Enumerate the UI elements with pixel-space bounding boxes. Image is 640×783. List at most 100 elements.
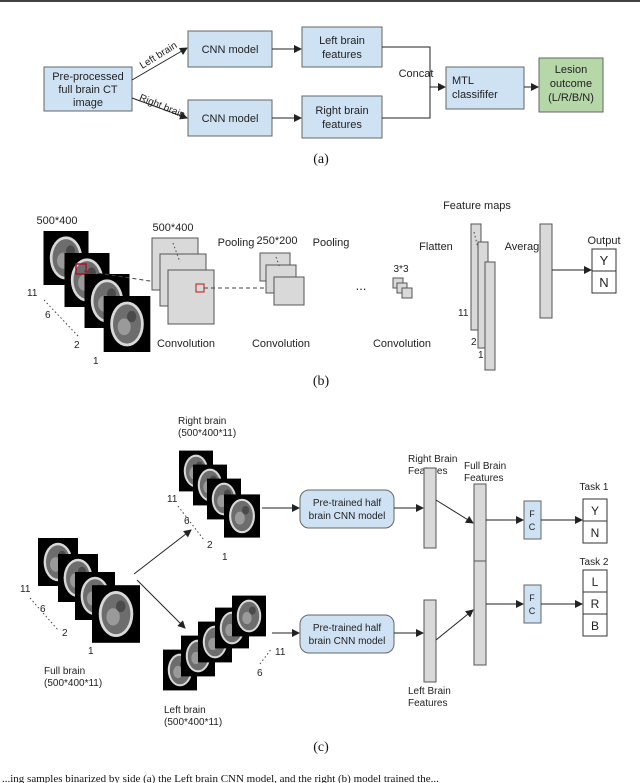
pool-size-label: 250*200 [257, 235, 298, 247]
fc-box-1 [523, 500, 542, 540]
right-brain-label-2: (500*400*11) [178, 428, 236, 439]
fc1-f: F [529, 509, 535, 519]
fb-features-line-1: Full Brain [464, 461, 506, 472]
cnn-top-label: CNN model [202, 44, 259, 56]
fc2-f: F [529, 593, 535, 603]
arrow-rb-to-fb [435, 499, 474, 524]
conv-label-2: Convolution [252, 338, 310, 350]
conv-label-3: Convolution [373, 338, 431, 350]
outcome-line-3: (L/R/B/N) [548, 92, 594, 104]
arrow-lb-to-fb [435, 609, 474, 641]
input-line-2: full brain CT [58, 84, 118, 96]
connector-left-feat [382, 46, 431, 87]
cnn-top-box [299, 489, 395, 529]
output-y: Y [600, 253, 609, 268]
panel-b: 500*400 11 6 2 1 500*400 Convolution Poo… [27, 200, 621, 389]
stack-2-label: 2 [74, 340, 80, 351]
average-label: Average [505, 241, 546, 253]
output-n: N [599, 275, 608, 290]
full-brain-label-1: Full brain [44, 666, 85, 677]
task1-n: N [591, 526, 600, 540]
right-slice-4 [224, 494, 260, 538]
caption-c: (c) [313, 740, 329, 755]
flat-dots [473, 231, 479, 249]
outcome-line-2: outcome [550, 78, 592, 90]
small-size-label: 3*3 [393, 264, 408, 275]
feature-maps-label: Feature maps [443, 200, 511, 212]
left-brain-features-box [301, 26, 383, 68]
mtl-line-2: classififer [452, 89, 498, 101]
panel-c: Right brain (500*400*11) 11 6 2 1 11 6 2… [20, 416, 609, 755]
edge-right-brain [131, 97, 188, 120]
lb-feature-vector [423, 599, 437, 683]
arrow-full-to-left [136, 579, 186, 629]
full-6: 6 [40, 604, 46, 615]
connector-right-feat [382, 87, 431, 119]
ellipsis: ... [356, 278, 367, 293]
pooling-label-2: Pooling [313, 237, 350, 249]
flatten-label: Flatten [419, 241, 453, 253]
edge-left-brain [131, 47, 188, 81]
ct-slice-4 [103, 296, 151, 352]
fmap-1-dots [172, 242, 181, 263]
fc2-c: C [529, 606, 536, 616]
lb-features-line-1: Left Brain [408, 686, 451, 697]
task2-b-box [582, 613, 608, 637]
left-feat-line-2: features [322, 49, 362, 61]
pooling-label-1: Pooling [218, 237, 255, 249]
full-2: 2 [62, 628, 68, 639]
left-dots [259, 647, 273, 665]
right-brain-label-1: Right brain [178, 416, 226, 427]
right-1: 1 [222, 552, 228, 563]
task1-y: Y [591, 504, 599, 518]
cnn-bottom-label: CNN model [202, 113, 259, 125]
fmap-1c [167, 269, 215, 325]
input-box [43, 66, 133, 112]
mtl-line-1: MTL [452, 75, 474, 87]
full-slice-4 [92, 585, 140, 643]
cnn-bottom-line-1: Pre-trained half [313, 623, 382, 634]
lb-features-line-2: Features [408, 698, 447, 709]
fb-vector-top [473, 483, 487, 562]
right-6: 6 [184, 516, 190, 527]
caption-b: (b) [313, 374, 330, 389]
task1-label: Task 1 [580, 482, 609, 493]
mtl-classifier-box [445, 66, 525, 110]
input-line-3: image [73, 97, 103, 109]
left-11: 11 [275, 647, 286, 658]
conv-label-1: Convolution [157, 338, 215, 350]
full-11: 11 [20, 584, 31, 595]
left-brain-label-1: Left brain [164, 705, 206, 716]
stack-11-label: 11 [27, 288, 38, 299]
full-1: 1 [88, 646, 94, 657]
task2-b: B [591, 619, 599, 633]
average-vector [539, 223, 553, 319]
arrow-full-to-right [133, 529, 192, 575]
left-6: 6 [257, 668, 263, 679]
rb-features-line-1: Right Brain [408, 454, 457, 465]
kernel-highlight [75, 263, 87, 275]
fm-2-label: 2 [471, 337, 477, 348]
right-2: 2 [207, 540, 213, 551]
panel-a: Pre-processed full brain CT image Left b… [43, 26, 604, 167]
conv1-size-label: 500*400 [153, 222, 194, 234]
right-brain-features-box [301, 95, 383, 139]
caption-a: (a) [313, 152, 329, 167]
fmap-3c [401, 287, 413, 299]
task2-label: Task 2 [580, 557, 609, 568]
edge-right-label: Right brain [137, 93, 186, 121]
fc1-c: C [529, 522, 536, 532]
task2-l: L [592, 575, 599, 589]
rb-feature-vector [423, 467, 437, 549]
left-feat-line-1: Left brain [319, 35, 365, 47]
input-size-label: 500*400 [37, 215, 78, 227]
output-label: Output [587, 235, 620, 247]
lesion-outcome-box [538, 57, 604, 113]
right-feat-line-2: features [322, 119, 362, 131]
fb-features-line-2: Features [464, 473, 503, 484]
stack-1-label: 1 [93, 356, 99, 367]
cnn-top-line-2: brain CNN model [309, 511, 386, 522]
outcome-line-1: Lesion [555, 64, 587, 76]
output-n-box [591, 270, 617, 294]
